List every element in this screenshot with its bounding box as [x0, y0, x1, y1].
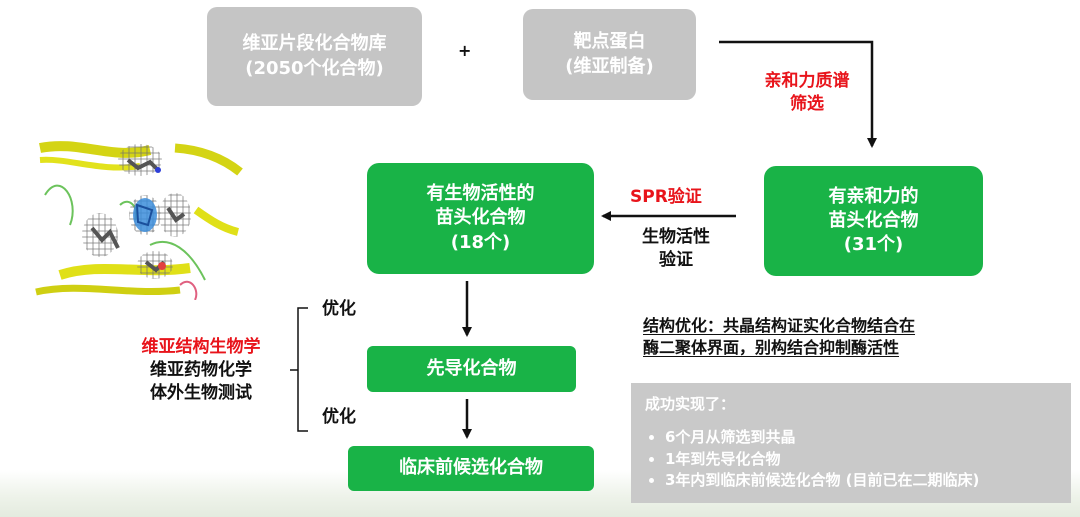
active-hits-line1: 有生物活性的 [426, 183, 535, 205]
achievement-item: 1年到先导化合物 [665, 450, 1057, 470]
bio-activity-label: 生物活性 验证 [628, 226, 724, 272]
plus-sign: + [458, 41, 472, 60]
protein-structure-image [34, 138, 243, 300]
preclinical-candidate-label: 临床前候选化合物 [399, 457, 543, 479]
target-protein-box: 靶点蛋白 (维亚制备) [523, 9, 696, 100]
capabilities-list: 维亚结构生物学 维亚药物化学 体外生物测试 [118, 336, 284, 405]
spr-validation-label: SPR验证 [630, 187, 702, 207]
lead-compound-label: 先导化合物 [426, 357, 517, 379]
structure-optimization-line2: 酶二聚体界面，别构结合抑制酶活性 [643, 337, 900, 357]
active-hits-count: (18个) [450, 231, 511, 253]
target-protein-title: 靶点蛋白 [573, 31, 646, 53]
fragment-library-title: 维亚片段化合物库 [242, 33, 387, 55]
bio-activity-line2: 验证 [659, 249, 693, 270]
achievement-item: 6个月从筛选到共晶 [665, 428, 1057, 448]
fragment-library-box: 维亚片段化合物库 (2050个化合物) [207, 7, 422, 106]
achievements-panel: 成功实现了： 6个月从筛选到共晶 1年到先导化合物 3年内到临床前候选化合物 (… [631, 383, 1071, 503]
capability-in-vitro-testing: 体外生物测试 [150, 382, 252, 403]
target-protein-source: (维亚制备) [565, 55, 654, 77]
optimize-label-1: 优化 [322, 299, 356, 319]
affinity-screen-line1: 亲和力质谱 [764, 71, 850, 91]
bio-activity-line1: 生物活性 [642, 227, 710, 247]
active-hits-line2: 苗头化合物 [435, 207, 526, 229]
affinity-screen-label: 亲和力质谱 筛选 [752, 70, 862, 116]
capability-structural-biology: 维亚结构生物学 [141, 337, 261, 357]
structure-optimization-line1: 结构优化：共晶结构证实化合物结合在 [643, 316, 916, 335]
affinity-hits-box: 有亲和力的 苗头化合物 (31个) [764, 166, 983, 276]
lead-compound-box: 先导化合物 [367, 346, 576, 392]
structure-optimization-note: 结构优化：共晶结构证实化合物结合在 酶二聚体界面，别构结合抑制酶活性 [643, 315, 915, 358]
achievement-item: 3年内到临床前候选化合物 (目前已在二期临床) [665, 471, 1057, 491]
optimize-label-2: 优化 [322, 407, 356, 427]
preclinical-candidate-box: 临床前候选化合物 [348, 446, 594, 491]
fragment-library-count: (2050个化合物) [245, 57, 384, 79]
affinity-hits-count: (31个) [843, 234, 904, 256]
capability-medicinal-chemistry: 维亚药物化学 [150, 359, 252, 380]
achievements-title: 成功实现了： [645, 395, 736, 413]
achievements-list: 6个月从筛选到共晶 1年到先导化合物 3年内到临床前候选化合物 (目前已在二期临… [645, 428, 1057, 491]
affinity-screen-line2: 筛选 [790, 93, 824, 114]
affinity-hits-line2: 苗头化合物 [828, 209, 919, 231]
active-hits-box: 有生物活性的 苗头化合物 (18个) [367, 163, 594, 274]
affinity-hits-line1: 有亲和力的 [828, 185, 919, 207]
